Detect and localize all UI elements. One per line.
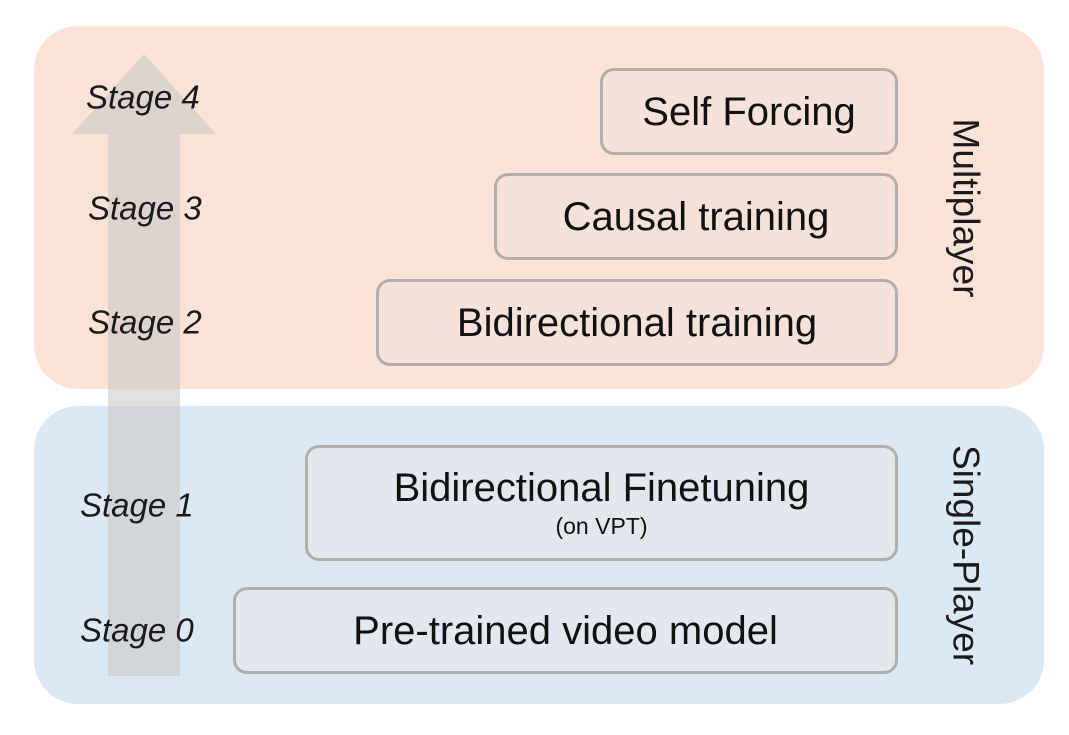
bidirectional-training-text: Bidirectional training: [456, 300, 818, 345]
pretrained-video-model-text: Pre-trained video model: [353, 608, 778, 653]
bidirectional-finetuning-box: Bidirectional Finetuning (on VPT): [305, 445, 898, 561]
bidirectional-finetuning-text: Bidirectional Finetuning: [393, 466, 810, 511]
stage-2-label: Stage 2: [88, 303, 202, 341]
self-forcing-box: Self Forcing: [600, 68, 898, 155]
stage-3-label: Stage 3: [88, 189, 202, 227]
causal-training-box: Causal training: [494, 173, 898, 260]
stage-0-label: Stage 0: [80, 611, 194, 649]
single-player-label: Single-Player: [945, 444, 987, 666]
stage-1-label: Stage 1: [80, 486, 194, 524]
causal-training-text: Causal training: [562, 194, 830, 239]
multiplayer-label: Multiplayer: [945, 118, 987, 298]
bidirectional-training-box: Bidirectional training: [376, 279, 898, 366]
bidirectional-finetuning-note: (on VPT): [555, 513, 648, 540]
stage-4-label: Stage 4: [86, 78, 200, 116]
self-forcing-text: Self Forcing: [642, 89, 856, 134]
pretrained-video-model-box: Pre-trained video model: [233, 587, 898, 674]
